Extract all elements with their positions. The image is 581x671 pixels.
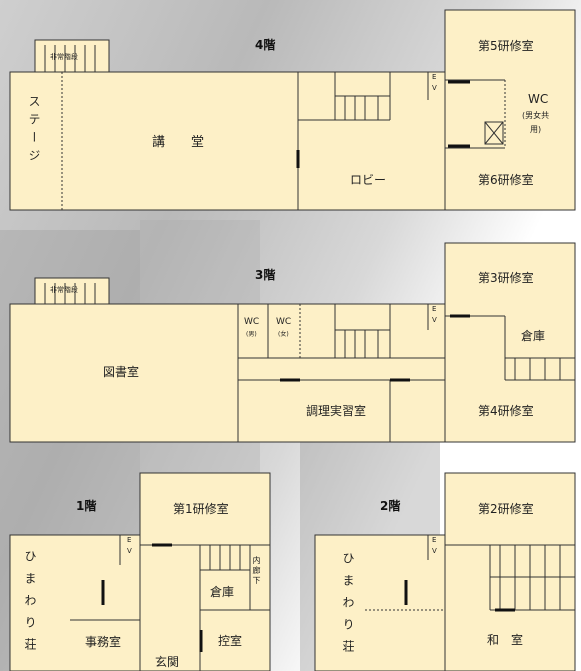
f3-ev-e: E [432,305,437,313]
f4-wc-note1: (男女共 [522,111,550,120]
f1-ev-v: V [127,547,132,555]
f2-ev-e: E [432,536,437,544]
f3-room4-label: 第4研修室 [478,404,534,418]
f1-office-label: 事務室 [85,635,122,649]
f3-wc-women-label: WC [276,317,292,327]
f3-ev-v: V [432,316,437,324]
f1-ev-e: E [127,536,132,544]
f3-emergency-stairs-label: 非常階段 [50,286,78,294]
f4-stair-block [34,39,110,73]
f4-lobby-label: ロビー [350,173,387,187]
f1-corridor-label: 内廊下 [252,556,261,586]
f4-emergency-stairs-label: 非常階段 [50,53,78,61]
f1-left-block [9,534,141,671]
f1-entrance-label: 玄関 [155,655,180,669]
f3-room3-label: 第3研修室 [478,271,534,285]
f4-wc-note2: 用) [530,125,542,134]
f4-room5-label: 第5研修室 [478,39,534,53]
f4-ev-e: E [432,73,437,81]
f4-lecture-hall-label: 講 堂 [152,135,205,150]
f1-top-block [139,472,271,546]
f3-wc-men-note: (男) [246,331,257,338]
floor2-title: 2階 [380,499,401,513]
f4-wc-label: WC [528,92,549,106]
f1-himawari-label: ひまわり荘 [23,550,37,660]
floor1-title: 1階 [76,499,97,513]
f3-cooking-room-label: 調理実習室 [306,404,367,418]
f1-waiting-room-label: 控室 [218,634,243,648]
f2-himawari-label: ひまわり荘 [341,552,355,662]
f4-room6-label: 第6研修室 [478,173,534,187]
f3-right-block [444,242,576,443]
f4-stage-label: ステージ [27,95,41,167]
floor3-title: 3階 [255,268,276,282]
f2-ev-v: V [432,547,437,555]
f3-wc-women-note: (女) [278,331,289,338]
f2-left-block [314,534,446,671]
f2-right-block [444,472,576,671]
f3-main-block [9,303,446,443]
f2-japanese-room-label: 和 室 [487,633,524,647]
f3-library-label: 図書室 [103,365,140,379]
f1-room1-label: 第1研修室 [173,502,229,516]
f4-main-block [9,71,446,211]
f3-wc-men-label: WC [244,317,260,327]
f3-storage-label: 倉庫 [521,329,546,343]
floor4-title: 4階 [255,38,276,52]
f2-room2-label: 第2研修室 [478,502,534,516]
f1-storage-label: 倉庫 [210,585,235,599]
f4-right-block [444,9,576,211]
f4-ev-v: V [432,84,437,92]
